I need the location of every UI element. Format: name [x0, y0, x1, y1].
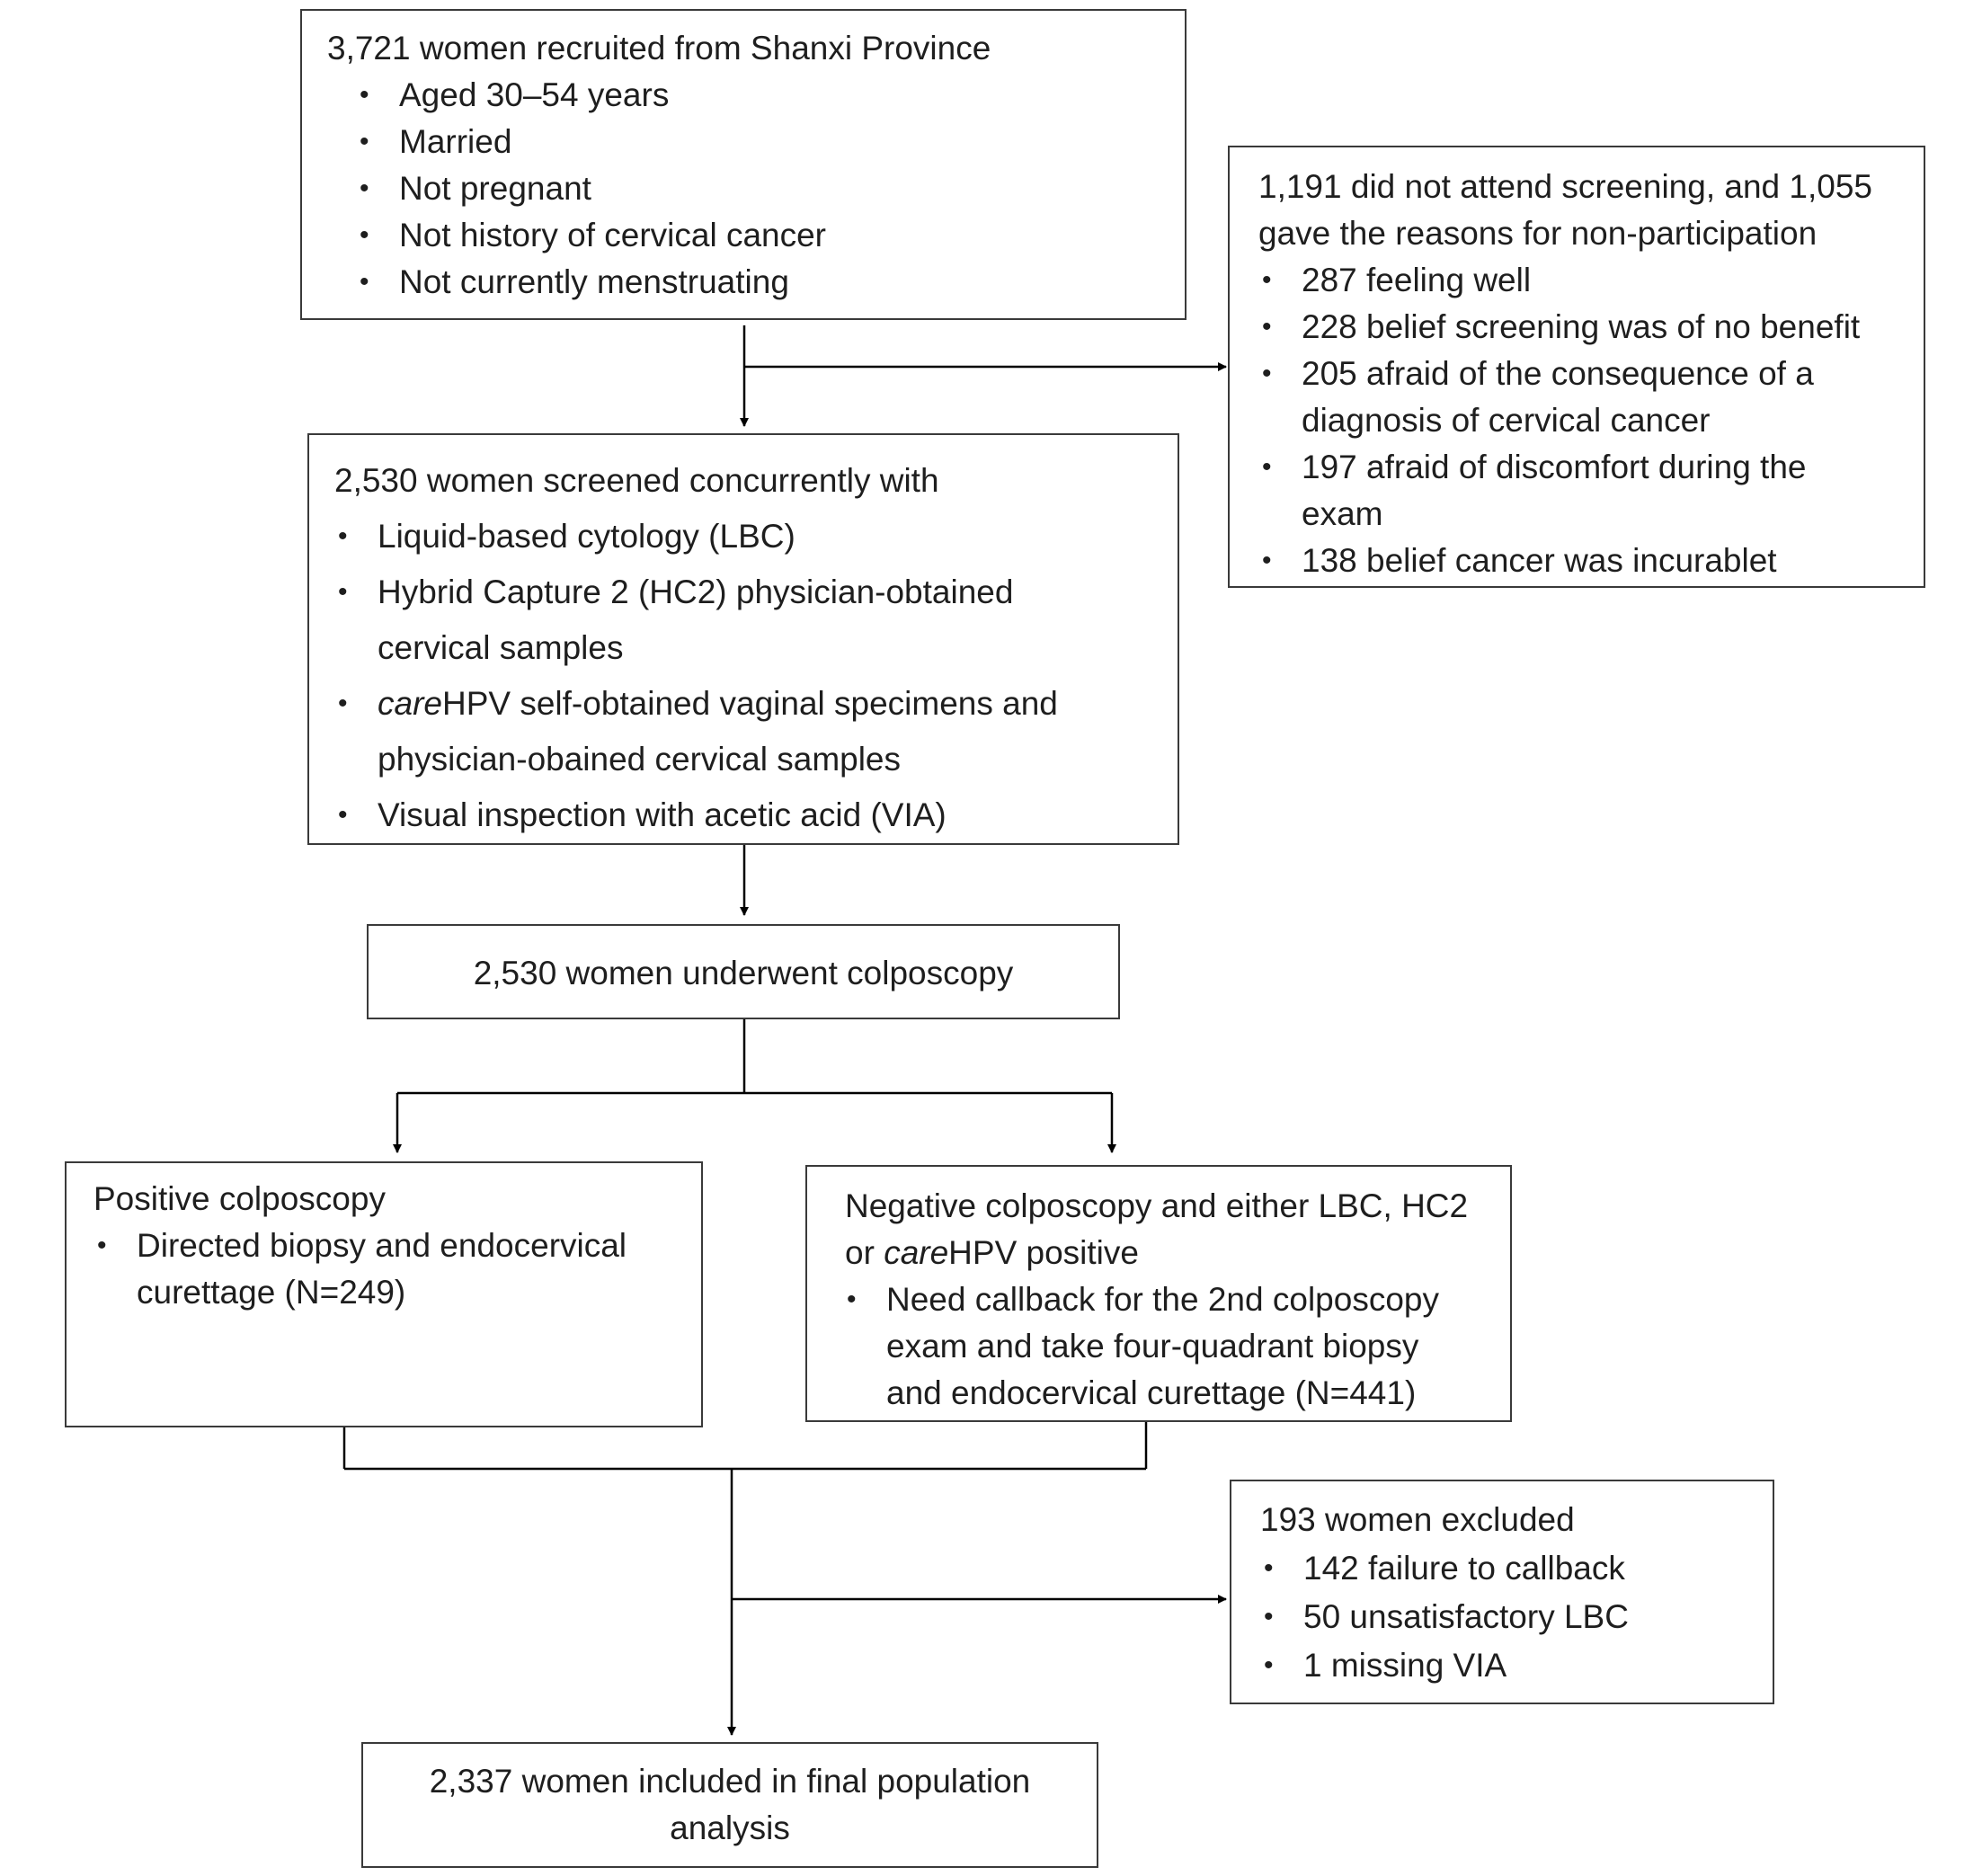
box-excluded: 193 women excluded 142 failure to callba… [1230, 1480, 1774, 1704]
list-item: 142 failure to callback [1264, 1544, 1773, 1593]
list-item: Hybrid Capture 2 (HC2) physician-obtaine… [338, 565, 1178, 676]
final-line: analysis [670, 1809, 790, 1846]
recruited-heading: 3,721 women recruited from Shanxi Provin… [327, 30, 991, 67]
list-item: Aged 30–54 years [360, 72, 1185, 119]
negative-heading: Negative colposcopy and either LBC, HC2 … [845, 1187, 1469, 1271]
list-item: 50 unsatisfactory LBC [1264, 1593, 1773, 1641]
list-item: Need callback for the 2nd colposcopyexam… [847, 1276, 1510, 1417]
box-positive: Positive colposcopy Directed biopsy and … [65, 1161, 703, 1427]
box-negative: Negative colposcopy and either LBC, HC2 … [805, 1165, 1512, 1422]
list-item: Liquid-based cytology (LBC) [338, 509, 1178, 565]
list-item: 138 belief cancer was incurablet [1262, 538, 1924, 584]
screened-heading: 2,530 women screened concurrently with [334, 462, 939, 499]
positive-list: Directed biopsy and endocervicalcurettag… [93, 1223, 701, 1316]
list-item: 1 missing VIA [1264, 1641, 1773, 1690]
list-item: 228 belief screening was of no benefit [1262, 304, 1924, 351]
positive-heading: Positive colposcopy [93, 1180, 386, 1217]
list-item: Directed biopsy and endocervicalcurettag… [97, 1223, 701, 1316]
list-item: careHPV self-obtained vaginal specimens … [338, 676, 1178, 787]
box-final: 2,337 women included in final population… [361, 1742, 1098, 1868]
list-item: Visual inspection with acetic acid (VIA) [338, 787, 1178, 843]
list-item: Not history of cervical cancer [360, 212, 1185, 259]
nonattend-heading: 1,191 did not attend screening, and 1,05… [1258, 168, 1872, 252]
excluded-heading: 193 women excluded [1260, 1501, 1575, 1538]
colposcopy-text: 2,530 women underwent colposcopy [473, 955, 1014, 991]
list-item: Not currently menstruating [360, 259, 1185, 306]
box-screened: 2,530 women screened concurrently with L… [307, 433, 1179, 845]
final-line: 2,337 women included in final population [429, 1763, 1031, 1800]
nonattend-list: 287 feeling well 228 belief screening wa… [1258, 257, 1924, 584]
recruited-list: Aged 30–54 years Married Not pregnant No… [327, 72, 1185, 306]
box-recruited: 3,721 women recruited from Shanxi Provin… [300, 9, 1187, 320]
screened-list: Liquid-based cytology (LBC) Hybrid Captu… [334, 509, 1178, 843]
list-item: 287 feeling well [1262, 257, 1924, 304]
list-item: Not pregnant [360, 165, 1185, 212]
list-item: 205 afraid of the consequence of adiagno… [1262, 351, 1924, 444]
list-item: Married [360, 119, 1185, 165]
excluded-list: 142 failure to callback 50 unsatisfactor… [1260, 1544, 1773, 1690]
box-nonattend: 1,191 did not attend screening, and 1,05… [1228, 146, 1925, 588]
negative-list: Need callback for the 2nd colposcopyexam… [845, 1276, 1510, 1417]
box-colposcopy: 2,530 women underwent colposcopy [367, 924, 1120, 1019]
